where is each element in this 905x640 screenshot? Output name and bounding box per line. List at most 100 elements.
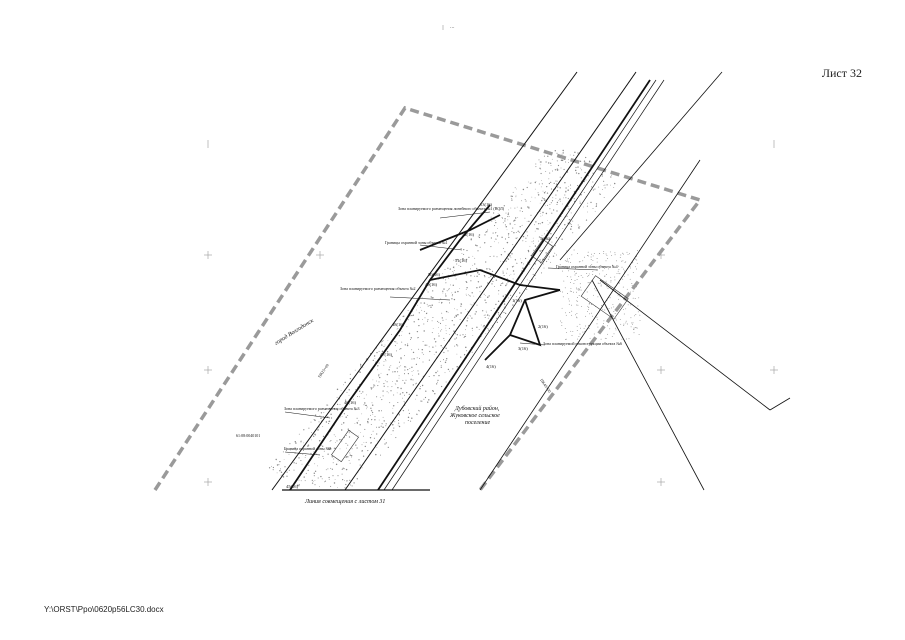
survey-dot — [513, 265, 515, 267]
survey-dot — [470, 315, 472, 317]
survey-dot — [466, 281, 468, 284]
survey-dot — [585, 162, 587, 165]
survey-dot — [565, 312, 566, 314]
survey-dot — [510, 257, 512, 259]
survey-dot — [574, 274, 576, 276]
survey-dot — [376, 380, 377, 382]
survey-dot — [435, 383, 438, 385]
survey-dot — [378, 381, 380, 383]
point-label: 46(16) — [344, 400, 356, 405]
survey-dot — [411, 358, 413, 360]
survey-dot — [556, 222, 558, 224]
top-mark: ... — [450, 24, 455, 30]
survey-dot — [323, 416, 324, 418]
survey-dot — [614, 279, 616, 281]
survey-dot — [455, 337, 458, 339]
survey-dot — [545, 171, 547, 173]
survey-dot — [524, 217, 526, 219]
survey-dot — [411, 366, 413, 369]
survey-dot — [552, 170, 553, 172]
survey-dot — [401, 341, 403, 343]
survey-dot — [546, 204, 548, 206]
survey-dot — [540, 186, 542, 188]
survey-dot — [474, 275, 476, 277]
survey-dot — [303, 476, 305, 478]
survey-dot — [477, 250, 479, 252]
survey-dot — [597, 296, 599, 298]
survey-dot — [321, 478, 323, 480]
survey-dot — [407, 373, 409, 375]
survey-dot — [372, 359, 374, 362]
survey-dot — [337, 409, 339, 411]
survey-dot — [434, 393, 436, 395]
survey-dot — [330, 467, 332, 469]
survey-dot — [627, 304, 629, 306]
survey-dot — [559, 156, 561, 157]
survey-dot — [626, 323, 628, 325]
survey-dot — [602, 188, 604, 190]
survey-dot — [384, 358, 386, 361]
point-label: 52(16) — [462, 232, 474, 237]
survey-dot — [570, 276, 572, 278]
survey-dot — [639, 319, 641, 321]
survey-dot — [606, 286, 608, 288]
survey-dot — [288, 469, 290, 471]
survey-dot — [525, 241, 527, 242]
survey-dot — [300, 480, 302, 482]
survey-dot — [418, 324, 420, 327]
survey-dot — [566, 276, 568, 277]
survey-dot — [345, 408, 347, 410]
survey-dot — [604, 275, 606, 277]
survey-dot — [335, 463, 338, 466]
survey-dot — [577, 185, 579, 187]
survey-dot — [422, 319, 424, 320]
survey-dot — [485, 295, 486, 296]
survey-dot — [625, 322, 627, 324]
survey-dot — [589, 337, 591, 339]
survey-dot — [302, 453, 304, 455]
survey-dot — [385, 423, 387, 425]
survey-dot — [417, 304, 418, 306]
survey-dot — [407, 416, 410, 419]
survey-dot — [404, 366, 406, 368]
survey-dot — [370, 419, 373, 421]
survey-dot — [529, 182, 531, 184]
survey-dot — [439, 322, 442, 325]
survey-dot — [429, 350, 431, 353]
survey-dot — [537, 228, 539, 230]
survey-dot — [565, 197, 567, 199]
survey-dot — [465, 293, 467, 295]
survey-dot — [440, 360, 441, 362]
survey-dot — [426, 303, 428, 305]
survey-dot — [456, 366, 458, 368]
survey-dot — [380, 410, 383, 412]
survey-dot — [454, 291, 457, 293]
survey-dot — [314, 463, 316, 465]
survey-dot — [465, 325, 468, 327]
corridor-lines — [271, 71, 791, 491]
survey-dot — [386, 381, 388, 383]
survey-dot — [406, 344, 409, 347]
survey-dot — [538, 183, 540, 185]
survey-dot — [373, 355, 376, 357]
survey-dot — [547, 219, 548, 221]
survey-dot — [574, 169, 577, 172]
survey-dot — [534, 224, 536, 226]
survey-dot — [499, 315, 501, 317]
survey-dot — [378, 362, 380, 364]
survey-dot — [329, 448, 331, 450]
survey-dot — [486, 311, 487, 313]
survey-dot — [578, 226, 580, 229]
survey-dot — [506, 229, 508, 231]
survey-dot — [392, 405, 395, 407]
survey-dot — [453, 270, 455, 272]
survey-dot — [407, 310, 409, 312]
survey-dot — [453, 266, 455, 268]
survey-dot — [573, 249, 575, 251]
survey-dot — [314, 470, 317, 472]
survey-dot — [356, 422, 358, 424]
survey-dot — [397, 371, 399, 373]
survey-dot — [526, 186, 528, 189]
survey-dot — [601, 174, 603, 176]
survey-dot — [385, 442, 387, 444]
